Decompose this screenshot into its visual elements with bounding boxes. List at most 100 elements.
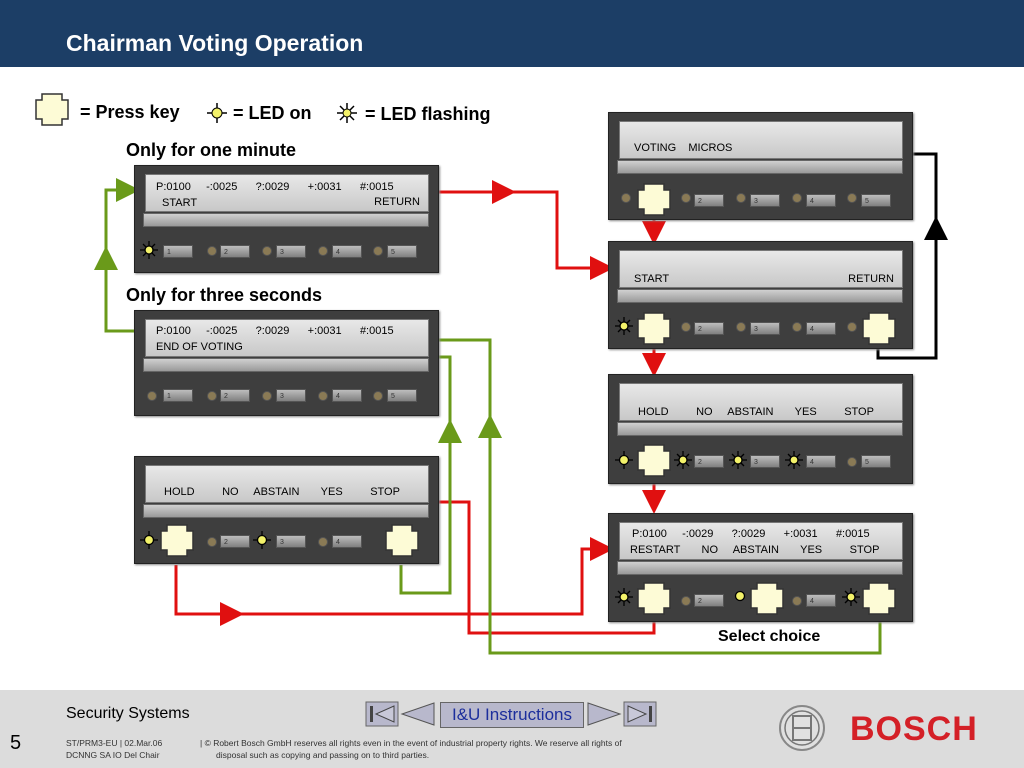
key-2[interactable]: 2	[220, 245, 250, 258]
led-4	[318, 537, 328, 547]
key-4[interactable]: 4	[806, 194, 836, 207]
led-2	[681, 322, 691, 332]
doc-id: ST/PRM3-EU | 02.Mar.06	[66, 738, 163, 748]
last-page-icon[interactable]	[623, 701, 657, 727]
key-4[interactable]: 4	[332, 389, 362, 402]
led-4	[792, 322, 802, 332]
led-5	[847, 457, 857, 467]
lcd-line-1-right: RETURN	[848, 273, 894, 285]
led-flashing-icon	[674, 451, 692, 469]
key-3[interactable]: 3	[276, 245, 306, 258]
led-flashing-icon	[729, 451, 747, 469]
lcd-base	[143, 358, 429, 372]
press-key-icon	[35, 93, 69, 126]
led-on-icon	[207, 103, 227, 123]
key-1[interactable]: 1	[163, 389, 193, 402]
key-4[interactable]: 4	[332, 535, 362, 548]
lcd-line-2: END OF VOTING	[156, 341, 243, 353]
legend-led-on: = LED on	[233, 103, 312, 123]
next-page-icon[interactable]	[587, 702, 622, 726]
page-title: Chairman Voting Operation	[66, 30, 364, 56]
press-key-icon	[385, 524, 419, 557]
key-5[interactable]: 5	[861, 194, 891, 207]
key-3[interactable]: 3	[276, 389, 306, 402]
key-4[interactable]: 4	[806, 594, 836, 607]
lcd-base	[617, 422, 903, 436]
label-one-minute: Only for one minute	[126, 140, 297, 160]
led-1	[147, 391, 157, 401]
lcd-display: P:0100 -:0025 ?:0029 +:0031 #:0015 START…	[145, 174, 429, 212]
led-5	[847, 193, 857, 203]
lcd-display: P:0100 -:0029 ?:0029 +:0031 #:0015 RESTA…	[619, 522, 903, 560]
copyright-line-2: disposal such as copying and passing on …	[216, 750, 430, 760]
led-flashing-icon	[615, 588, 633, 606]
key-1[interactable]: 1	[163, 245, 193, 258]
press-key-icon	[862, 582, 896, 615]
lcd-line-2-left: START	[162, 197, 198, 209]
panel-end-of-voting: P:0100 -:0025 ?:0029 +:0031 #:0015 END O…	[134, 310, 439, 416]
legend-led-flashing: = LED flashing	[365, 104, 491, 124]
lcd-line-2: RESTART NO ABSTAIN YES STOP	[630, 544, 880, 556]
led-2	[207, 391, 217, 401]
lcd-base	[617, 289, 903, 303]
lcd-base	[143, 213, 429, 227]
instructions-button[interactable]: I&U Instructions	[440, 702, 584, 728]
led-2	[681, 596, 691, 606]
lcd-display: START RETURN	[619, 250, 903, 288]
key-5[interactable]: 5	[861, 455, 891, 468]
key-3[interactable]: 3	[750, 455, 780, 468]
led-2	[681, 193, 691, 203]
led-on-icon	[140, 531, 158, 549]
key-3[interactable]: 3	[750, 194, 780, 207]
first-page-icon[interactable]	[365, 701, 399, 727]
led-3	[736, 193, 746, 203]
lcd-display: HOLD NO ABSTAIN YES STOP	[145, 465, 429, 503]
led-3	[736, 322, 746, 332]
press-key-icon	[637, 312, 671, 345]
led-2	[207, 246, 217, 256]
key-3[interactable]: 3	[276, 535, 306, 548]
led-on-icon	[734, 590, 746, 602]
key-5[interactable]: 5	[387, 389, 417, 402]
key-2[interactable]: 2	[694, 594, 724, 607]
bosch-armature-icon	[779, 705, 825, 751]
led-flashing-icon	[140, 241, 158, 259]
press-key-icon	[637, 582, 671, 615]
led-flashing-icon	[842, 588, 860, 606]
led-3	[262, 391, 272, 401]
key-4[interactable]: 4	[806, 455, 836, 468]
press-key-icon	[637, 444, 671, 477]
key-4[interactable]: 4	[332, 245, 362, 258]
label-select-choice: Select choice	[718, 628, 821, 645]
key-2[interactable]: 2	[694, 455, 724, 468]
footer-section: Security Systems	[66, 705, 190, 722]
lcd-base	[617, 160, 903, 174]
copyright-line-1: | © Robert Bosch GmbH reserves all right…	[200, 738, 622, 748]
key-2[interactable]: 2	[220, 389, 250, 402]
led-3	[262, 246, 272, 256]
panel-voting-micros: VOTING MICROS 2 3 4 5	[608, 112, 913, 220]
header-bar: Chairman Voting Operation	[0, 0, 1024, 67]
lcd-display: VOTING MICROS	[619, 121, 903, 159]
key-2[interactable]: 2	[694, 194, 724, 207]
led-on-icon	[615, 451, 633, 469]
led-5	[373, 246, 383, 256]
legend-press-key: = Press key	[80, 102, 180, 122]
label-three-seconds: Only for three seconds	[126, 285, 323, 305]
lcd-base	[617, 561, 903, 575]
key-4[interactable]: 4	[806, 322, 836, 335]
led-4	[318, 391, 328, 401]
key-3[interactable]: 3	[750, 322, 780, 335]
key-5[interactable]: 5	[387, 245, 417, 258]
lcd-display: P:0100 -:0025 ?:0029 +:0031 #:0015 END O…	[145, 319, 429, 357]
led-5	[847, 322, 857, 332]
key-2[interactable]: 2	[694, 322, 724, 335]
lcd-line-1: HOLD NO ABSTAIN YES STOP	[164, 486, 400, 498]
key-2[interactable]: 2	[220, 535, 250, 548]
previous-page-icon[interactable]	[400, 702, 435, 726]
lcd-base	[143, 504, 429, 518]
lcd-line-1: P:0100 -:0029 ?:0029 +:0031 #:0015	[632, 528, 870, 540]
press-key-icon	[160, 524, 194, 557]
